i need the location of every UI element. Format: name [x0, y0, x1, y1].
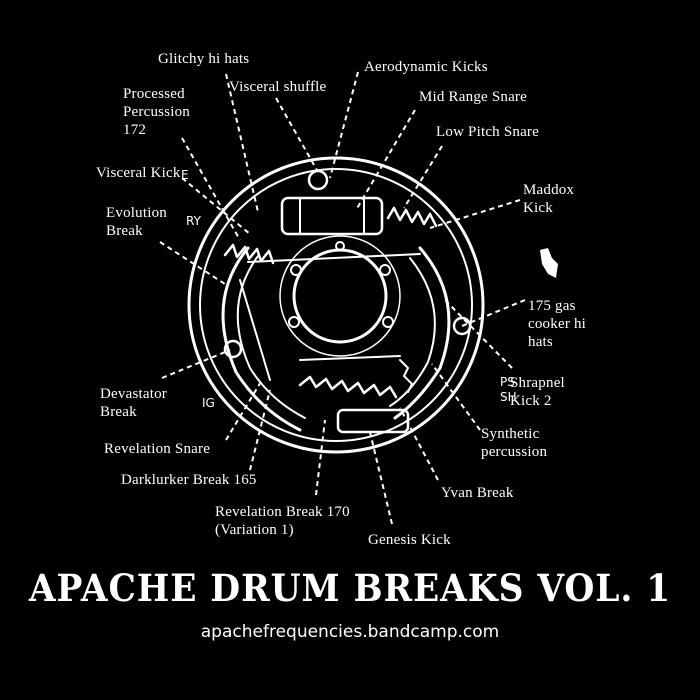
leader-genesis	[369, 431, 393, 525]
spring-upper-left	[223, 243, 275, 265]
bolt-hole	[290, 264, 302, 276]
stray-letters-ps: PS	[500, 375, 515, 389]
leader-visceral-kick	[181, 177, 251, 235]
label-synthetic-percussion: Synthetic percussion	[481, 426, 548, 460]
label-genesis-kick: Genesis Kick	[368, 532, 451, 548]
bandcamp-url: apachefrequencies.bandcamp.com	[200, 622, 500, 642]
label-low-pitch-snare: Low Pitch Snare	[436, 124, 539, 140]
label-visceral-kick: Visceral Kick	[96, 165, 181, 181]
label-revelation-break: Revelation Break 170 (Variation 1)	[215, 504, 350, 538]
leader-low-pitch	[403, 145, 443, 209]
stray-letters-sh: SH	[500, 390, 517, 404]
ink-smudge	[540, 248, 558, 278]
spring-lower	[298, 375, 398, 399]
label-revelation-snare: Revelation Snare	[104, 441, 211, 457]
adjuster	[336, 408, 410, 434]
stray-letters-ry: RY	[186, 214, 201, 228]
leader-darklurker	[249, 389, 271, 471]
leader-yvan	[399, 407, 439, 481]
label-mid-range-snare: Mid Range Snare	[419, 89, 527, 105]
leader-gas-cooker	[461, 299, 526, 327]
album-title: APACHE DRUM BREAKS VOL. 1	[28, 566, 672, 610]
wheel-cylinder	[280, 196, 384, 236]
leader-shrapnel	[444, 299, 513, 369]
label-shrapnel-kick: Shrapnel Kick 2	[510, 375, 565, 409]
leader-glitchy	[225, 73, 259, 213]
leader-maddox	[429, 199, 521, 229]
pivot-bolt	[307, 169, 329, 191]
bolt-hole	[382, 316, 394, 328]
label-maddox-kick: Maddox Kick	[523, 182, 575, 216]
label-visceral-shuffle: Visceral shuffle	[229, 79, 327, 95]
leader-visceral-shuffle	[275, 97, 319, 173]
bolt-hole	[379, 264, 391, 276]
anchor-right	[452, 316, 472, 336]
leader-devastator	[161, 349, 231, 379]
leader-aerodynamic	[329, 71, 359, 179]
label-processed-percussion: Processed Percussion 172	[123, 86, 190, 138]
spring-lower-right	[399, 359, 413, 393]
leader-evolution	[159, 241, 229, 287]
leader-processed	[181, 137, 241, 241]
stray-letters-ig: IG	[202, 396, 215, 410]
brake-shoe-right	[393, 246, 451, 420]
stray-letters-e: E	[181, 168, 189, 182]
bolt-hole	[288, 316, 300, 328]
label-evolution-break: Evolution Break	[106, 205, 167, 239]
leader-synthetic	[431, 363, 481, 431]
bolt-hole	[335, 241, 345, 251]
outer-ring	[187, 156, 485, 454]
leader-revelation-snare	[225, 379, 263, 441]
inner-ring	[199, 168, 473, 442]
label-yvan-break: Yvan Break	[441, 485, 514, 501]
leader-revelation-break	[315, 419, 326, 496]
spring-upper-right	[386, 206, 438, 228]
label-glitchy-hi-hats: Glitchy hi hats	[158, 51, 250, 67]
brake-shoe-left	[221, 246, 302, 432]
label-devastator-break: Devastator Break	[100, 386, 167, 420]
anchor-left	[223, 339, 243, 359]
label-gas-cooker-hi-hats: 175 gas cooker hi hats	[528, 298, 587, 350]
hub-center	[292, 248, 388, 344]
label-darklurker-break: Darklurker Break 165	[121, 472, 257, 488]
leader-mid-range	[355, 109, 416, 211]
label-aerodynamic-kicks: Aerodynamic Kicks	[364, 59, 488, 75]
